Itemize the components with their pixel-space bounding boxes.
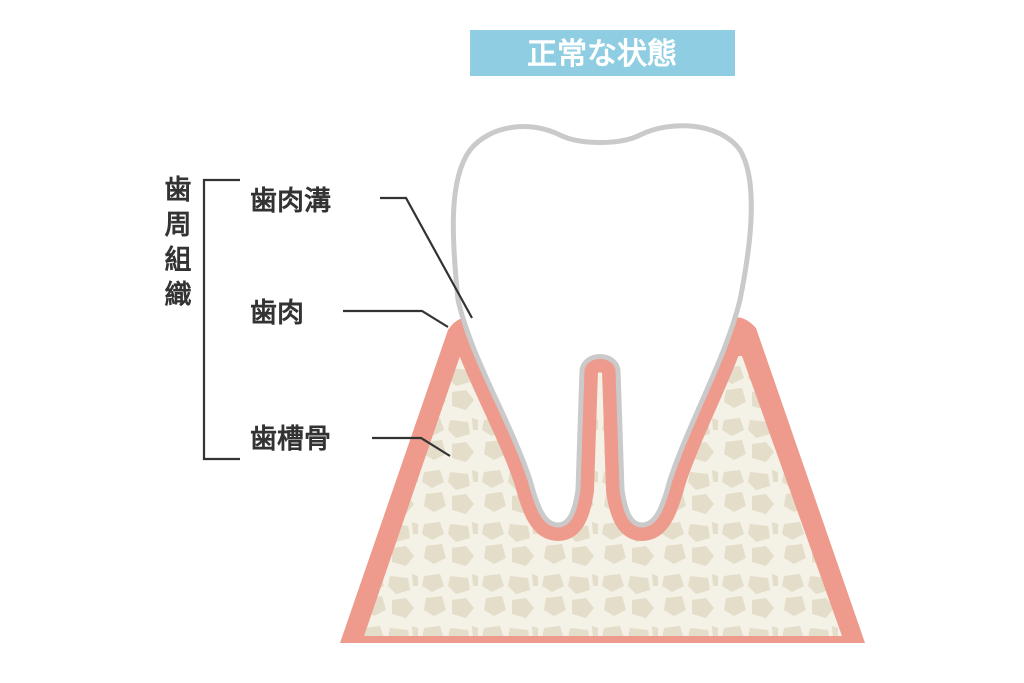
gingiva-label: 歯肉	[250, 298, 304, 329]
periodontal-tissue-label: 歯周組織	[160, 175, 192, 315]
periodontal-bracket	[202, 178, 240, 461]
gingival-sulcus-label: 歯肉溝	[250, 186, 331, 217]
alveolar-bone-label: 歯槽骨	[250, 424, 331, 455]
alveolar-bone-leader	[372, 436, 451, 457]
alveolar-bone	[364, 356, 842, 636]
title-text: 正常な状態	[527, 37, 677, 72]
gingiva-leader	[343, 309, 449, 328]
title-banner: 正常な状態	[470, 30, 735, 76]
gingival-sulcus-leader	[380, 196, 473, 319]
tooth	[450, 123, 754, 528]
